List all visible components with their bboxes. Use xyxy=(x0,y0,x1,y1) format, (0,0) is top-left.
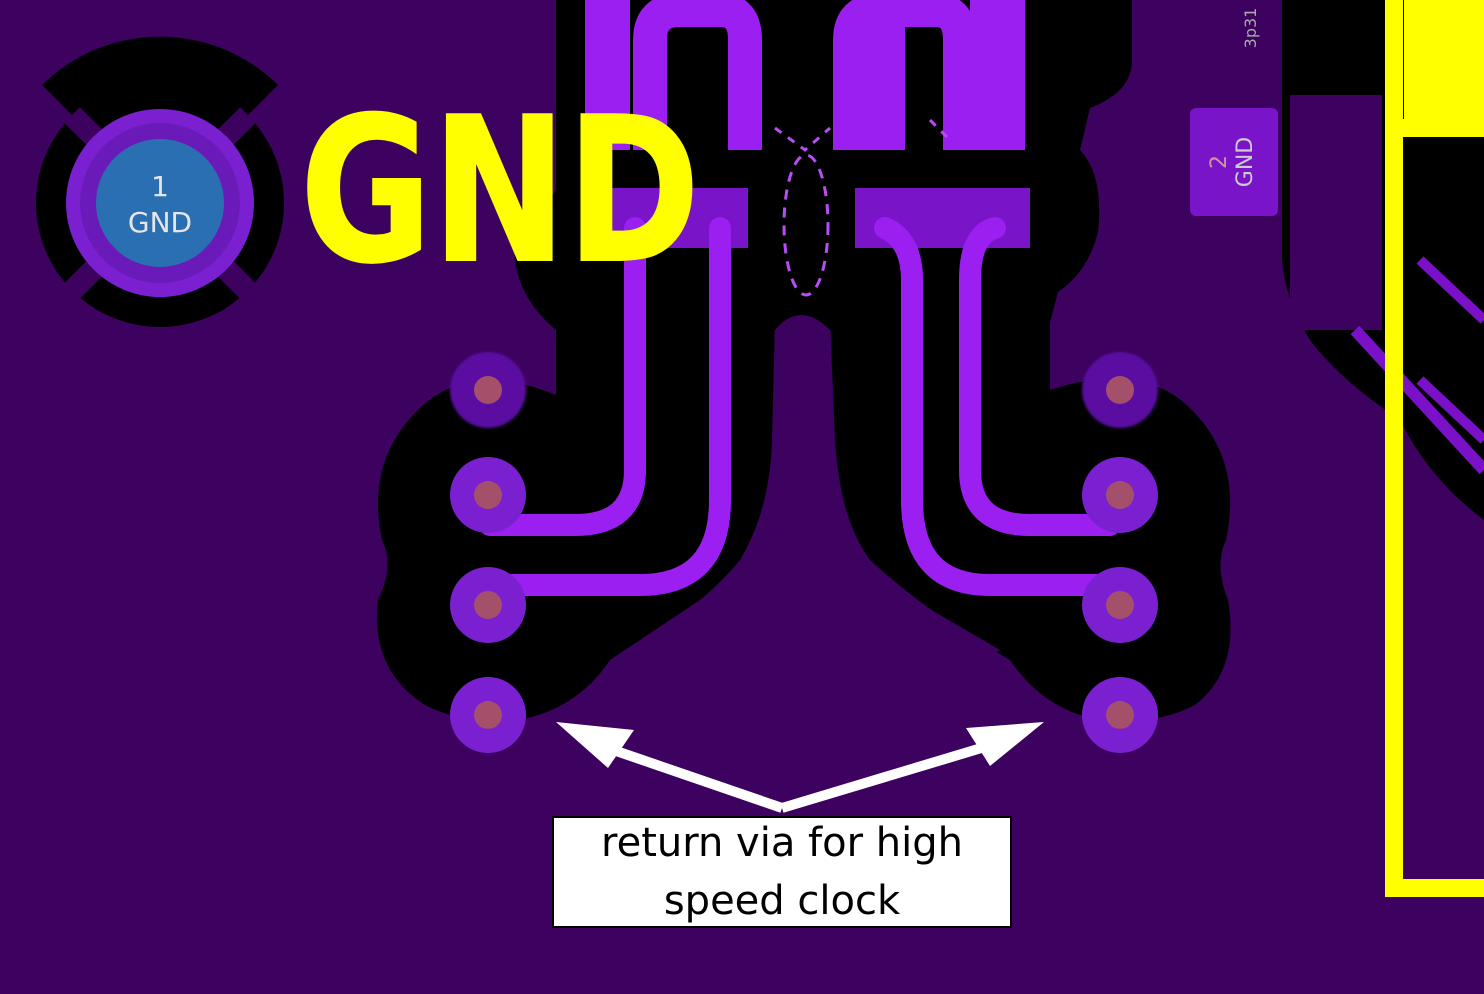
via-group-left xyxy=(450,352,526,753)
via-group-right xyxy=(1082,352,1158,753)
pad-u-left xyxy=(633,0,762,150)
copper-pour-edge xyxy=(1290,95,1382,330)
annotation-callout: return via for high speed clock xyxy=(552,816,1012,928)
mounting-pad-number: 1 xyxy=(151,170,169,203)
pad-strip-3 xyxy=(970,0,1025,150)
copper-diagonal-2 xyxy=(1416,376,1484,444)
arrow-shaft-left xyxy=(588,737,784,813)
copper-diagonal-3 xyxy=(1416,256,1484,324)
via-drill xyxy=(474,481,502,509)
clock-traces xyxy=(479,217,1121,596)
pad-strip-1 xyxy=(585,0,630,150)
component-pad-net: GND xyxy=(1233,137,1258,187)
mounting-pad-net: GND xyxy=(128,206,192,239)
annotation-line-1: return via for high xyxy=(601,820,963,866)
trace-left-inner xyxy=(479,217,731,596)
arrow-head-right xyxy=(966,722,1044,766)
arrow-head-left xyxy=(556,722,634,768)
via-drill xyxy=(474,591,502,619)
via-drill xyxy=(1106,376,1134,404)
component-silkscreen-outline xyxy=(1385,0,1484,897)
pad-hole xyxy=(96,139,224,267)
pad-u-right xyxy=(833,0,977,150)
component-pad-number: 2 xyxy=(1207,155,1232,169)
pad-block-3 xyxy=(1190,108,1278,216)
trace-right-outer xyxy=(959,217,1121,536)
clipped-ref-text: 3p31 xyxy=(1241,8,1260,49)
trace-right-inner xyxy=(874,217,1121,596)
via-drill xyxy=(1106,591,1134,619)
component-pad-label: 2 GND xyxy=(1207,137,1258,187)
mounting-pad xyxy=(36,36,284,327)
center-board-wedge xyxy=(610,315,1000,700)
double-headed-arrow xyxy=(556,722,1044,813)
gnd-silkscreen-label: GND xyxy=(300,75,700,308)
via-drill xyxy=(474,701,502,729)
component-body-top xyxy=(1404,0,1484,120)
annotation-line-2: speed clock xyxy=(663,878,901,924)
via-drill xyxy=(1106,481,1134,509)
copper-diagonal-1 xyxy=(1350,325,1484,475)
via-drill xyxy=(474,376,502,404)
keepout-dashed-lines xyxy=(774,118,952,152)
clipped-reference-label: 3p31 xyxy=(1241,8,1260,49)
trace-left-outer xyxy=(479,217,646,536)
arrow-shaft-right xyxy=(780,735,1010,813)
via-drill xyxy=(1106,701,1134,729)
keepout-dashed-oval xyxy=(782,153,830,297)
